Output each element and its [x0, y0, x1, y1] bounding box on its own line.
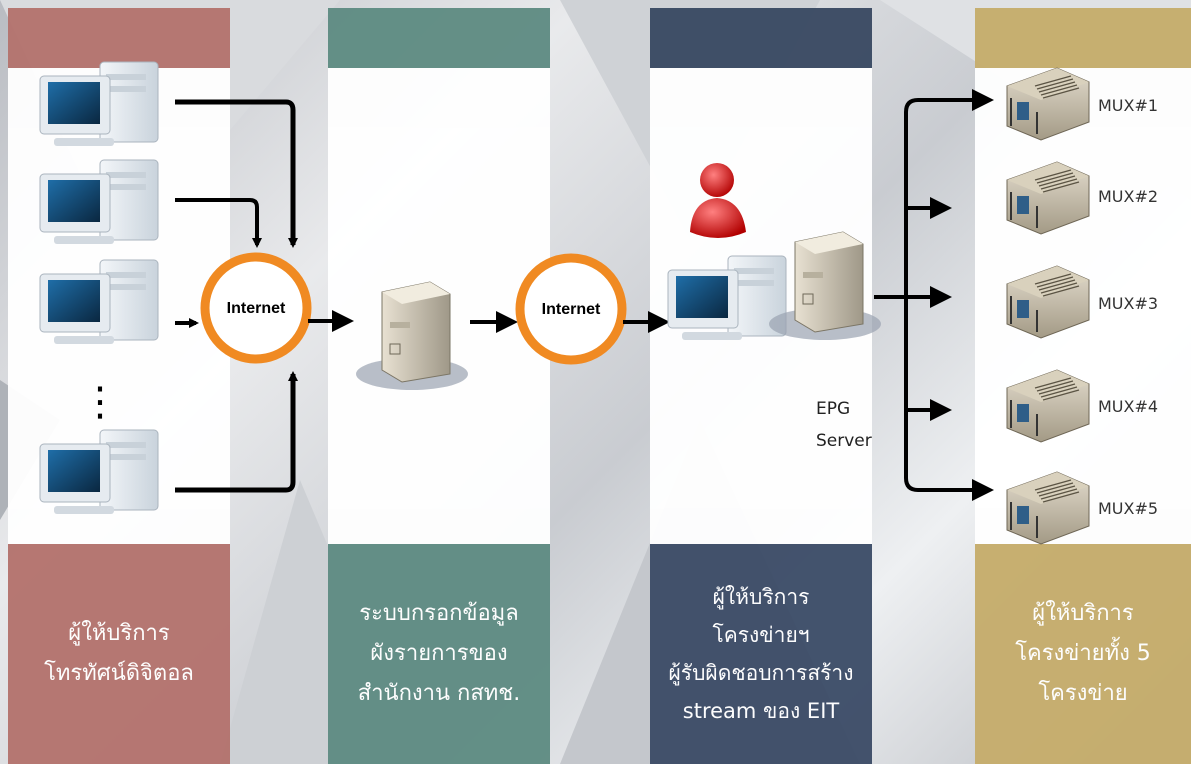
mux-label: MUX#4 [1098, 397, 1159, 416]
column-label-line: โทรทัศน์ดิจิตอล [44, 661, 194, 686]
column-network-provider: ผู้ให้บริการ โครงข่ายฯ ผู้รับผิดชอบการสร… [650, 8, 872, 764]
arrow [904, 89, 994, 113]
computer-icon [39, 159, 159, 245]
column-label-line: ระบบกรอกข้อมูล [359, 601, 519, 626]
column-label-line: ผังรายการของ [370, 641, 508, 666]
column-label-line: ผู้ให้บริการ [68, 621, 170, 646]
column-mux-providers: ผู้ให้บริการ โครงข่ายทั้ง 5 โครงข่าย [975, 8, 1191, 764]
epg-server-label-line: EPG [816, 399, 851, 419]
column-label: ผู้ให้บริการ โทรทัศน์ดิจิตอล [8, 544, 230, 764]
epg-server-label-line: Server [816, 431, 872, 451]
column-header [8, 8, 230, 68]
mux-icon [1006, 265, 1090, 339]
column-label-line: ผู้รับผิดชอบการสร้าง [668, 661, 854, 685]
arrow [175, 99, 298, 248]
arrow [175, 198, 262, 248]
computer-icon [39, 61, 159, 147]
column-header [975, 8, 1191, 68]
column-label-line: โครงข่ายฯ [712, 623, 810, 647]
mux-label: MUX#5 [1098, 499, 1159, 518]
internet-node [200, 252, 312, 364]
arrow [175, 371, 298, 493]
column-header [650, 8, 872, 68]
internet-label: Internet [227, 300, 286, 317]
user-icon [690, 163, 746, 238]
mux-label: MUX#3 [1098, 294, 1159, 313]
column-label: ผู้ให้บริการ โครงข่ายทั้ง 5 โครงข่าย [975, 544, 1191, 764]
internet-node [515, 253, 627, 365]
mux-icon [1006, 67, 1090, 141]
internet-label: Internet [542, 301, 601, 318]
column-label-line: สำนักงาน กสทช. [357, 681, 521, 706]
mux-label: MUX#1 [1098, 96, 1159, 115]
mux-icon [1006, 369, 1090, 443]
mux-label: MUX#2 [1098, 187, 1159, 206]
column-label-line: โครงข่ายทั้ง 5 [1015, 641, 1151, 666]
mux-icon [1006, 471, 1090, 545]
column-label: ผู้ให้บริการ โครงข่ายฯ ผู้รับผิดชอบการสร… [650, 544, 872, 764]
ellipsis-icon: ⋮ [80, 379, 120, 425]
column-label-line: stream ของ EIT [682, 699, 840, 723]
column-label-line: ผู้ให้บริการ [712, 585, 810, 609]
computer-icon [39, 429, 159, 515]
arrow [904, 112, 994, 501]
mux-icon [1006, 161, 1090, 235]
column-header [328, 8, 550, 68]
column-label-line: โครงข่าย [1038, 681, 1128, 706]
server-icon [355, 281, 469, 391]
column-label-line: ผู้ให้บริการ [1032, 601, 1134, 626]
column-label: ระบบกรอกข้อมูล ผังรายการของ สำนักงาน กสท… [328, 544, 550, 764]
column-tv-providers: ผู้ให้บริการ โทรทัศน์ดิจิตอล [8, 8, 230, 764]
epg-server-label: EPG Server [816, 393, 872, 457]
computer-icon [39, 259, 159, 345]
computer-icon [667, 255, 787, 341]
